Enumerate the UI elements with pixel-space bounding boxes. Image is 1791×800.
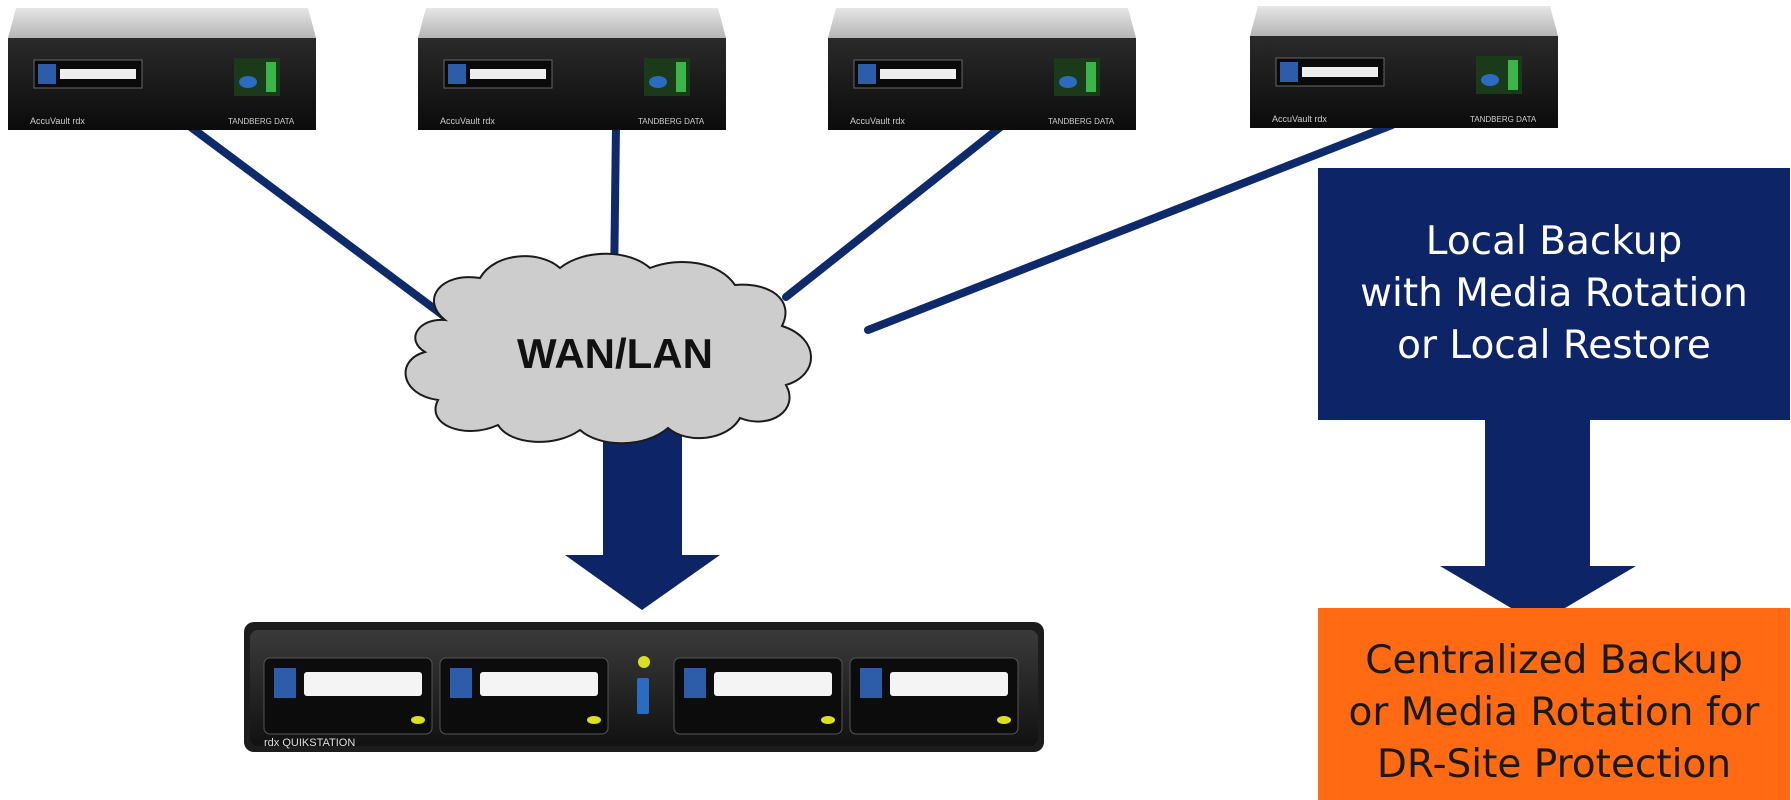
accuvault-server-1: AccuVault rdx TANDBERG DATA [8, 8, 316, 130]
central-backup-box: Centralized Backup or Media Rotation for… [1318, 608, 1790, 800]
svg-text:TANDBERG DATA: TANDBERG DATA [638, 117, 705, 126]
accuvault-server-3: AccuVault rdx TANDBERG DATA [828, 8, 1136, 130]
link-server-3 [782, 121, 1007, 301]
down-arrow-to-central [1440, 418, 1636, 624]
local-box-line-1: Local Backup [1425, 219, 1683, 264]
svg-text:rdx QUIKSTATION: rdx QUIKSTATION [264, 737, 355, 749]
link-server-4 [864, 121, 1396, 334]
svg-text:AccuVault rdx: AccuVault rdx [1272, 114, 1327, 124]
cloud-shape [404, 252, 812, 445]
local-backup-box: Local Backup with Media Rotation or Loca… [1318, 168, 1790, 420]
svg-text:AccuVault rdx: AccuVault rdx [850, 116, 905, 126]
link-server-1 [184, 121, 456, 326]
quikstation-device: rdx QUIKSTATION [244, 622, 1044, 752]
svg-text:TANDBERG DATA: TANDBERG DATA [228, 117, 295, 126]
accuvault-server-2: AccuVault rdx TANDBERG DATA [418, 8, 726, 130]
local-box-line-3: or Local Restore [1397, 323, 1711, 368]
accuvault-server-4: AccuVault rdx TANDBERG DATA [1250, 6, 1558, 128]
down-arrow-to-quikstation [565, 410, 720, 610]
svg-text:TANDBERG DATA: TANDBERG DATA [1048, 117, 1115, 126]
svg-text:AccuVault rdx: AccuVault rdx [30, 116, 85, 126]
svg-text:AccuVault rdx: AccuVault rdx [440, 116, 495, 126]
network-links [184, 121, 1396, 334]
central-box-line-2: or Media Rotation for [1348, 690, 1760, 735]
local-box-line-2: with Media Rotation [1360, 271, 1748, 316]
central-box-line-1: Centralized Backup [1365, 638, 1743, 683]
svg-text:TANDBERG DATA: TANDBERG DATA [1470, 115, 1537, 124]
network-label: WAN/LAN [517, 330, 713, 377]
central-box-line-3: DR-Site Protection [1376, 742, 1732, 787]
